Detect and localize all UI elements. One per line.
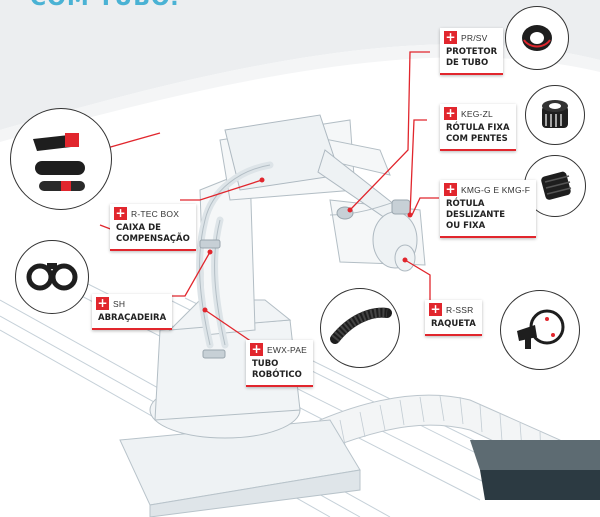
product-code: PR/SV	[461, 32, 488, 43]
plus-icon: +	[444, 182, 457, 196]
product-code: KEG-ZL	[461, 108, 493, 119]
product-name: ABRAÇADEIRA	[98, 313, 167, 323]
page-title-fragment: COM TUBO.	[30, 0, 180, 11]
product-image-raqueta	[500, 290, 580, 370]
product-image-protetor	[505, 6, 569, 70]
plus-icon: +	[114, 206, 127, 220]
product-code: R-TEC BOX	[131, 208, 180, 219]
product-code: EWX-PAE	[267, 344, 307, 355]
product-image-tubo-robotico	[320, 288, 400, 368]
callout-raqueta: + R-SSR RAQUETA	[425, 300, 482, 336]
plus-icon: +	[429, 302, 442, 316]
product-code: R-SSR	[446, 304, 474, 315]
product-image-abracadeira	[15, 240, 89, 314]
callout-abracadeira: + SH ABRAÇADEIRA	[92, 294, 173, 330]
plus-icon: +	[444, 106, 457, 120]
product-code: SH	[113, 298, 126, 309]
product-code: KMG-G E KMG-F	[461, 184, 531, 195]
product-image-caixa-compensacao	[10, 108, 112, 210]
product-name: RAQUETA	[431, 319, 476, 329]
product-image-rotula-fixa	[525, 85, 585, 145]
plus-icon: +	[444, 30, 457, 44]
plus-icon: +	[250, 342, 263, 356]
plus-icon: +	[96, 296, 109, 310]
